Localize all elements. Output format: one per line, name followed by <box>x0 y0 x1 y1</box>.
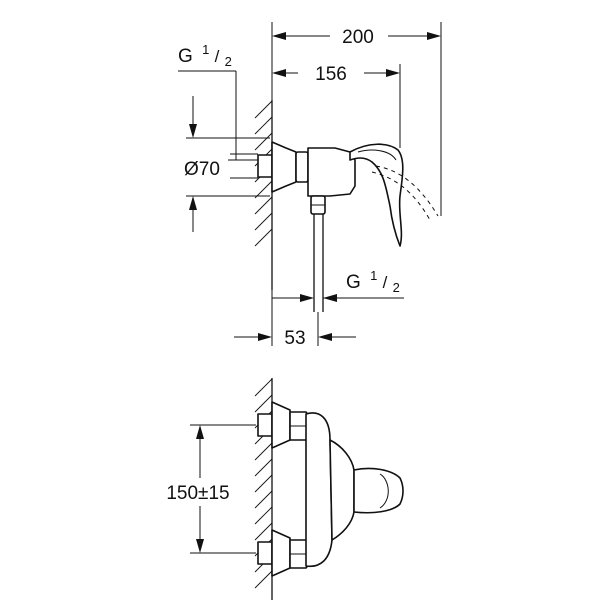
svg-text:G 1 /: G 1 / 2 <box>178 38 232 69</box>
inlet-spacing-label: 150±15 <box>166 483 229 504</box>
lever-highlight <box>357 149 397 161</box>
upper-flange <box>271 401 291 449</box>
lower-inlet-nut <box>257 541 273 565</box>
wall-bottom <box>254 378 273 600</box>
lower-flange <box>271 529 291 577</box>
outlet-thread-base: G <box>346 272 361 293</box>
flange-diameter-label: Ø70 <box>184 159 220 180</box>
dimension-flange-diameter: Ø70 <box>184 96 270 232</box>
dimension-overall-length: 200 <box>271 22 442 216</box>
wall-flange <box>271 141 297 193</box>
svg-text:G 1 /: G 1 / 2 <box>346 264 400 295</box>
wall-offset-label: 53 <box>284 328 305 349</box>
inlet-thread-base: G <box>178 46 193 67</box>
inlet-thread-num: 1 <box>202 42 209 57</box>
water-jet-2 <box>371 171 431 221</box>
wall-top <box>254 100 273 290</box>
inlet-nut <box>257 154 273 178</box>
lever-handle <box>349 143 404 247</box>
upper-inlet-nut <box>257 413 273 437</box>
outlet-thread-num: 1 <box>370 268 377 283</box>
overall-length-label: 200 <box>342 27 374 48</box>
front-spout-tip <box>379 473 389 509</box>
mixer-body <box>307 147 356 197</box>
outlet-thread-callout: G 1 / 2 <box>272 264 404 302</box>
union-nut <box>295 151 309 183</box>
dimension-wall-offset: 53 <box>234 290 356 349</box>
front-mixer-body <box>305 412 333 568</box>
water-jet <box>375 165 439 217</box>
front-spout <box>353 467 404 514</box>
inlet-thread-callout: G 1 / 2 <box>178 38 258 161</box>
inlet-thread-den: 2 <box>225 54 232 69</box>
dimension-inlet-spacing: 150±15 <box>166 424 256 554</box>
spout-length-label: 156 <box>315 64 347 85</box>
front-view: 150±15 <box>166 378 404 600</box>
outlet-thread-den: 2 <box>393 280 400 295</box>
dimension-spout-length: 156 <box>272 64 401 148</box>
side-view: 200 156 G 1 / 2 <box>178 22 442 349</box>
front-body-cap <box>329 439 355 541</box>
